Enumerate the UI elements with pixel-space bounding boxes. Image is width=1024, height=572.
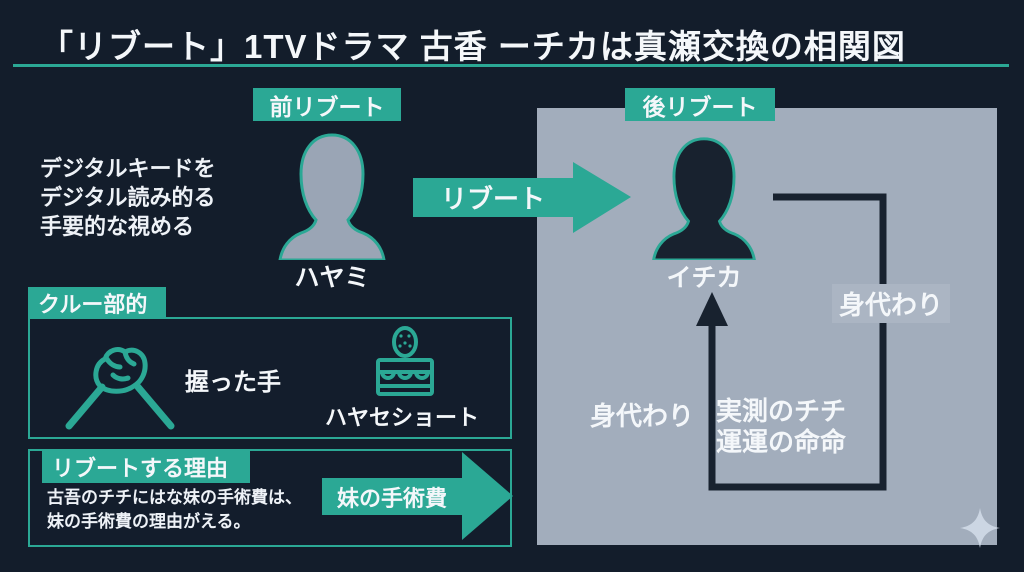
person-silhouette-right	[652, 137, 756, 260]
cake-label: ハヤセショート	[325, 405, 480, 430]
reason-arrow-label: 妹の手術費	[336, 485, 447, 511]
left-description-line: 手要的な視める	[40, 214, 195, 239]
badge-post-reboot: 後リブート	[625, 88, 775, 121]
label-center: 実測のチチ 運運の命命	[716, 396, 846, 458]
reason-arrow	[322, 452, 513, 540]
handshake-icon	[65, 347, 175, 430]
label-center-line: 実測のチチ	[716, 396, 847, 426]
left-description: デジタルキードを デジタル読み的る 手要的な視める	[40, 154, 216, 241]
left-description-line: デジタルキードを	[40, 156, 216, 181]
reason-body-line: 古吾のチチにはな妹の手術費は、	[47, 488, 302, 507]
label-center-line: 運運の命命	[716, 427, 847, 457]
after-reboot-panel	[537, 108, 997, 545]
sparkle-icon	[960, 508, 1000, 548]
label-migawari-left: 身代わり	[590, 401, 695, 431]
reason-body: 古吾のチチにはな妹の手術費は、 妹の手術費の理由がえる。	[47, 486, 302, 534]
title-underline	[13, 64, 1009, 67]
crew-box-tab: クルー部的	[28, 287, 166, 319]
person-name-ichika: イチカ	[666, 264, 742, 292]
shortcake-icon	[376, 326, 434, 396]
reboot-arrow-label: リブート	[440, 184, 545, 214]
reason-box-tab: リブートする理由	[42, 451, 250, 483]
reboot-arrow	[413, 162, 631, 233]
page-title: 「リブート」1TVドラマ 古香 ーチカは真瀬交換の相関図	[40, 28, 906, 65]
handshake-label: 握った手	[185, 369, 281, 396]
left-description-line: デジタル読み的る	[40, 185, 216, 210]
person-name-hayami: ハヤミ	[294, 264, 370, 292]
substitute-loop-arrow	[696, 193, 887, 491]
label-migawari-right: 身代わり	[832, 284, 951, 323]
badge-pre-reboot: 前リブート	[253, 88, 401, 121]
person-silhouette-left	[278, 133, 386, 260]
reason-body-line: 妹の手術費の理由がえる。	[47, 512, 251, 531]
